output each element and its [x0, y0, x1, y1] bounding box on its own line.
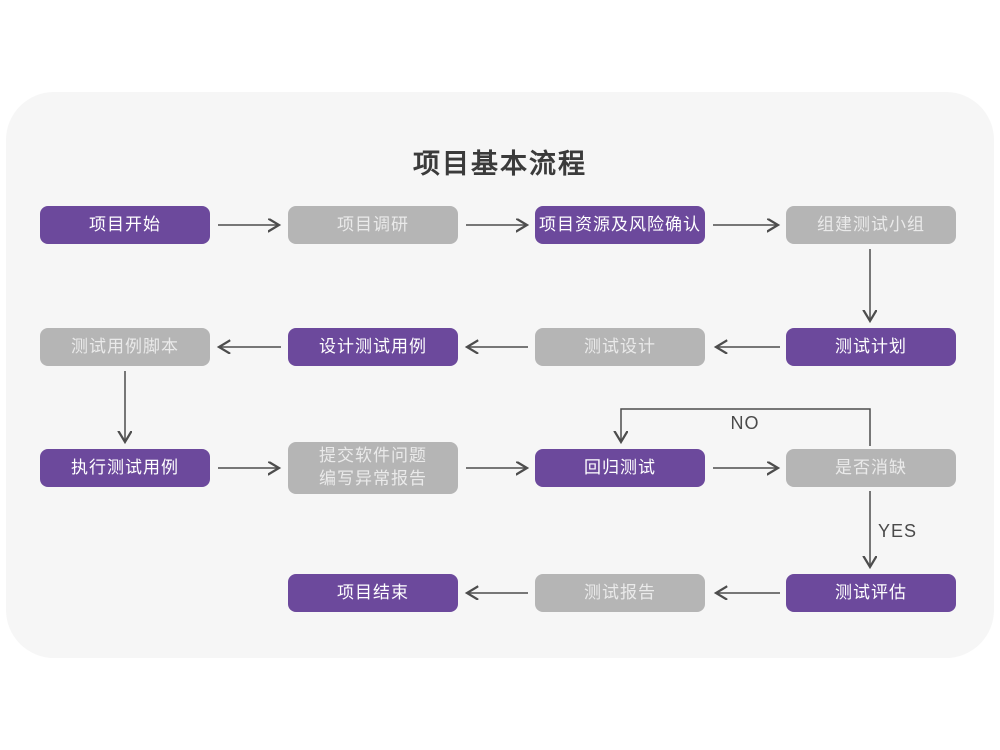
node-resource-risk-confirm: 项目资源及风险确认 [535, 206, 705, 244]
node-test-case-script: 测试用例脚本 [40, 328, 210, 366]
node-label: 回归测试 [584, 457, 656, 477]
yes-label: YES [878, 521, 918, 541]
node-regression-test: 回归测试 [535, 449, 705, 487]
node-label: 项目结束 [337, 582, 409, 602]
node-label: 是否消缺 [835, 457, 907, 477]
node-label: 测试用例脚本 [71, 336, 179, 356]
node-test-evaluate: 测试评估 [786, 574, 956, 612]
flowchart-panel [6, 92, 994, 658]
node-label: 测试报告 [584, 582, 656, 602]
no-label: NO [730, 413, 760, 433]
node-label: 执行测试用例 [71, 457, 179, 477]
node-project-end: 项目结束 [288, 574, 458, 612]
node-label: 测试设计 [584, 336, 656, 356]
page-title: 项目基本流程 [413, 149, 587, 179]
node-label: 项目资源及风险确认 [539, 214, 701, 234]
node-project-research: 项目调研 [288, 206, 458, 244]
node-label: 编写异常报告 [319, 469, 427, 488]
node-label: 测试评估 [835, 582, 907, 602]
node-build-test-team: 组建测试小组 [786, 206, 956, 244]
node-test-report: 测试报告 [535, 574, 705, 612]
node-label: 测试计划 [835, 336, 907, 356]
node-design-test-case: 设计测试用例 [288, 328, 458, 366]
node-label: 组建测试小组 [817, 214, 925, 234]
node-defect-resolved: 是否消缺 [786, 449, 956, 487]
node-test-plan: 测试计划 [786, 328, 956, 366]
node-execute-test-case: 执行测试用例 [40, 449, 210, 487]
node-label: 设计测试用例 [319, 336, 427, 356]
node-label: 项目开始 [89, 214, 161, 234]
node-label: 项目调研 [337, 214, 409, 234]
node-project-start: 项目开始 [40, 206, 210, 244]
node-submit-issue-report: 提交软件问题 编写异常报告 [288, 442, 458, 494]
node-label: 提交软件问题 [319, 446, 427, 466]
node-test-design: 测试设计 [535, 328, 705, 366]
